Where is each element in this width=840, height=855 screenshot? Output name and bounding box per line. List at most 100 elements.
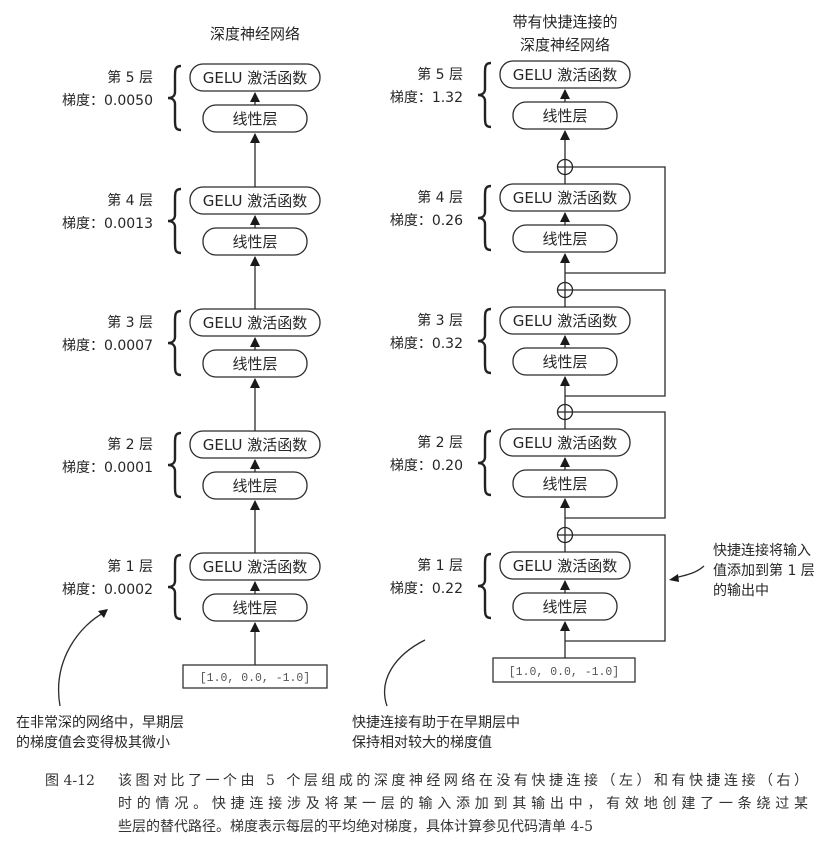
left-input: [1.0, 0.0, -1.0]	[182, 664, 328, 689]
brace-icon	[167, 553, 182, 621]
gradient-value: 梯度：0.0002	[62, 582, 153, 598]
caption-line: 时的情况。快捷连接涉及将某一层的输入添加到其输出中，有效地创建了一条绕过某	[118, 795, 808, 812]
figure-caption: 图 4-12 该图对比了一个由 5 个层组成的深度神经网络在没有快捷连接（左）和有…	[45, 772, 808, 835]
layer-label: 第 5 层	[417, 66, 463, 83]
linear-block-label: 线性层	[542, 475, 587, 493]
add-node-icon	[556, 403, 574, 421]
arrowhead-icon	[560, 335, 570, 345]
linear-block-label: 线性层	[542, 107, 587, 125]
caption-label: 图 4-12	[45, 773, 95, 789]
linear-block: 线性层	[202, 349, 308, 378]
linear-block: 线性层	[512, 592, 618, 621]
right-title-line2: 深度神经网络	[520, 36, 610, 54]
layer-label: 第 1 层	[107, 558, 153, 575]
gradient-value: 梯度：0.0013	[62, 216, 153, 232]
annotation-line-1: 在非常深的网络中，早期层	[16, 715, 184, 731]
caption-line: 该图对比了一个由 5 个层组成的深度神经网络在没有快捷连接（左）和有快捷连接（右…	[118, 772, 808, 789]
layer-label: 第 3 层	[417, 312, 463, 329]
skip-connection	[565, 289, 666, 397]
brace-icon	[477, 307, 492, 375]
arrowhead-icon	[560, 376, 570, 386]
arrowhead-icon	[560, 130, 570, 140]
arrowhead-icon	[250, 378, 260, 388]
gelu-block: GELU 激活函数	[499, 60, 631, 89]
arrowhead-icon	[560, 212, 570, 222]
gelu-block-box	[189, 63, 321, 92]
skip-connection	[565, 411, 666, 519]
linear-block-label: 线性层	[542, 230, 587, 248]
caption-line: 些层的替代路径。梯度表示每层的平均绝对梯度，具体计算参见代码清单 4-5	[118, 818, 593, 835]
linear-block: 线性层	[512, 469, 618, 498]
layer-label: 第 3 层	[107, 314, 153, 331]
arrowhead-icon	[250, 459, 260, 469]
layer-label: 第 2 层	[107, 436, 153, 453]
linear-block-label: 线性层	[232, 599, 277, 617]
annotation-curve	[383, 639, 426, 707]
arrowhead-icon	[250, 337, 260, 347]
gelu-block-box	[499, 60, 631, 89]
arrowhead-icon	[560, 498, 570, 508]
linear-block: 线性层	[202, 593, 308, 622]
layer-label: 第 4 层	[107, 192, 153, 209]
gelu-block-label: GELU 激活函数	[203, 558, 307, 576]
gelu-block-box	[189, 186, 321, 215]
gelu-block-label: GELU 激活函数	[513, 557, 617, 575]
gradient-value: 梯度：0.0050	[62, 93, 153, 109]
gelu-block: GELU 激活函数	[189, 186, 321, 215]
brace-icon	[167, 187, 182, 255]
linear-block-label: 线性层	[232, 355, 277, 373]
gradient-value: 梯度：1.32	[390, 90, 463, 106]
layer-label: 第 2 层	[417, 434, 463, 451]
gelu-block-label: GELU 激活函数	[203, 436, 307, 454]
arrowhead-icon	[250, 581, 260, 591]
linear-block: 线性层	[202, 227, 308, 256]
layer-label: 第 5 层	[107, 69, 153, 86]
brace-icon	[477, 184, 492, 252]
brace-icon	[167, 64, 182, 132]
brace-icon	[477, 61, 492, 129]
gelu-block-label: GELU 激活函数	[513, 312, 617, 330]
arrowhead-icon	[250, 500, 260, 510]
add-node-icon	[556, 158, 574, 176]
annotation-line-1: 快捷连接有助于在早期层中	[352, 714, 520, 731]
arrowhead-icon	[560, 580, 570, 590]
gelu-block-label: GELU 激活函数	[513, 66, 617, 84]
linear-block: 线性层	[202, 104, 308, 133]
gradient-value: 梯度：0.32	[390, 336, 463, 352]
annotation-curve	[674, 565, 705, 579]
right-title-line1: 带有快捷连接的	[512, 13, 617, 31]
brace-icon	[167, 431, 182, 499]
gelu-block-box	[189, 430, 321, 459]
arrowhead-icon	[250, 256, 260, 266]
input-vector: [1.0, 0.0, -1.0]	[509, 666, 619, 679]
gelu-block-label: GELU 激活函数	[513, 434, 617, 452]
input-vector: [1.0, 0.0, -1.0]	[200, 672, 310, 685]
annotation-line-2: 保持相对较大的梯度值	[352, 735, 492, 751]
arrowhead-icon	[98, 609, 108, 618]
linear-block: 线性层	[202, 471, 308, 500]
gelu-block: GELU 激活函数	[189, 552, 321, 581]
gelu-block-box	[189, 552, 321, 581]
brace-icon	[477, 552, 492, 620]
add-node-icon	[556, 526, 574, 544]
arrowhead-icon	[250, 622, 260, 632]
gelu-block-label: GELU 激活函数	[203, 192, 307, 210]
gelu-block: GELU 激活函数	[499, 551, 631, 580]
input-box	[492, 657, 636, 683]
arrowhead-icon	[560, 89, 570, 99]
arrowhead-icon	[250, 133, 260, 143]
gelu-block: GELU 激活函数	[189, 430, 321, 459]
